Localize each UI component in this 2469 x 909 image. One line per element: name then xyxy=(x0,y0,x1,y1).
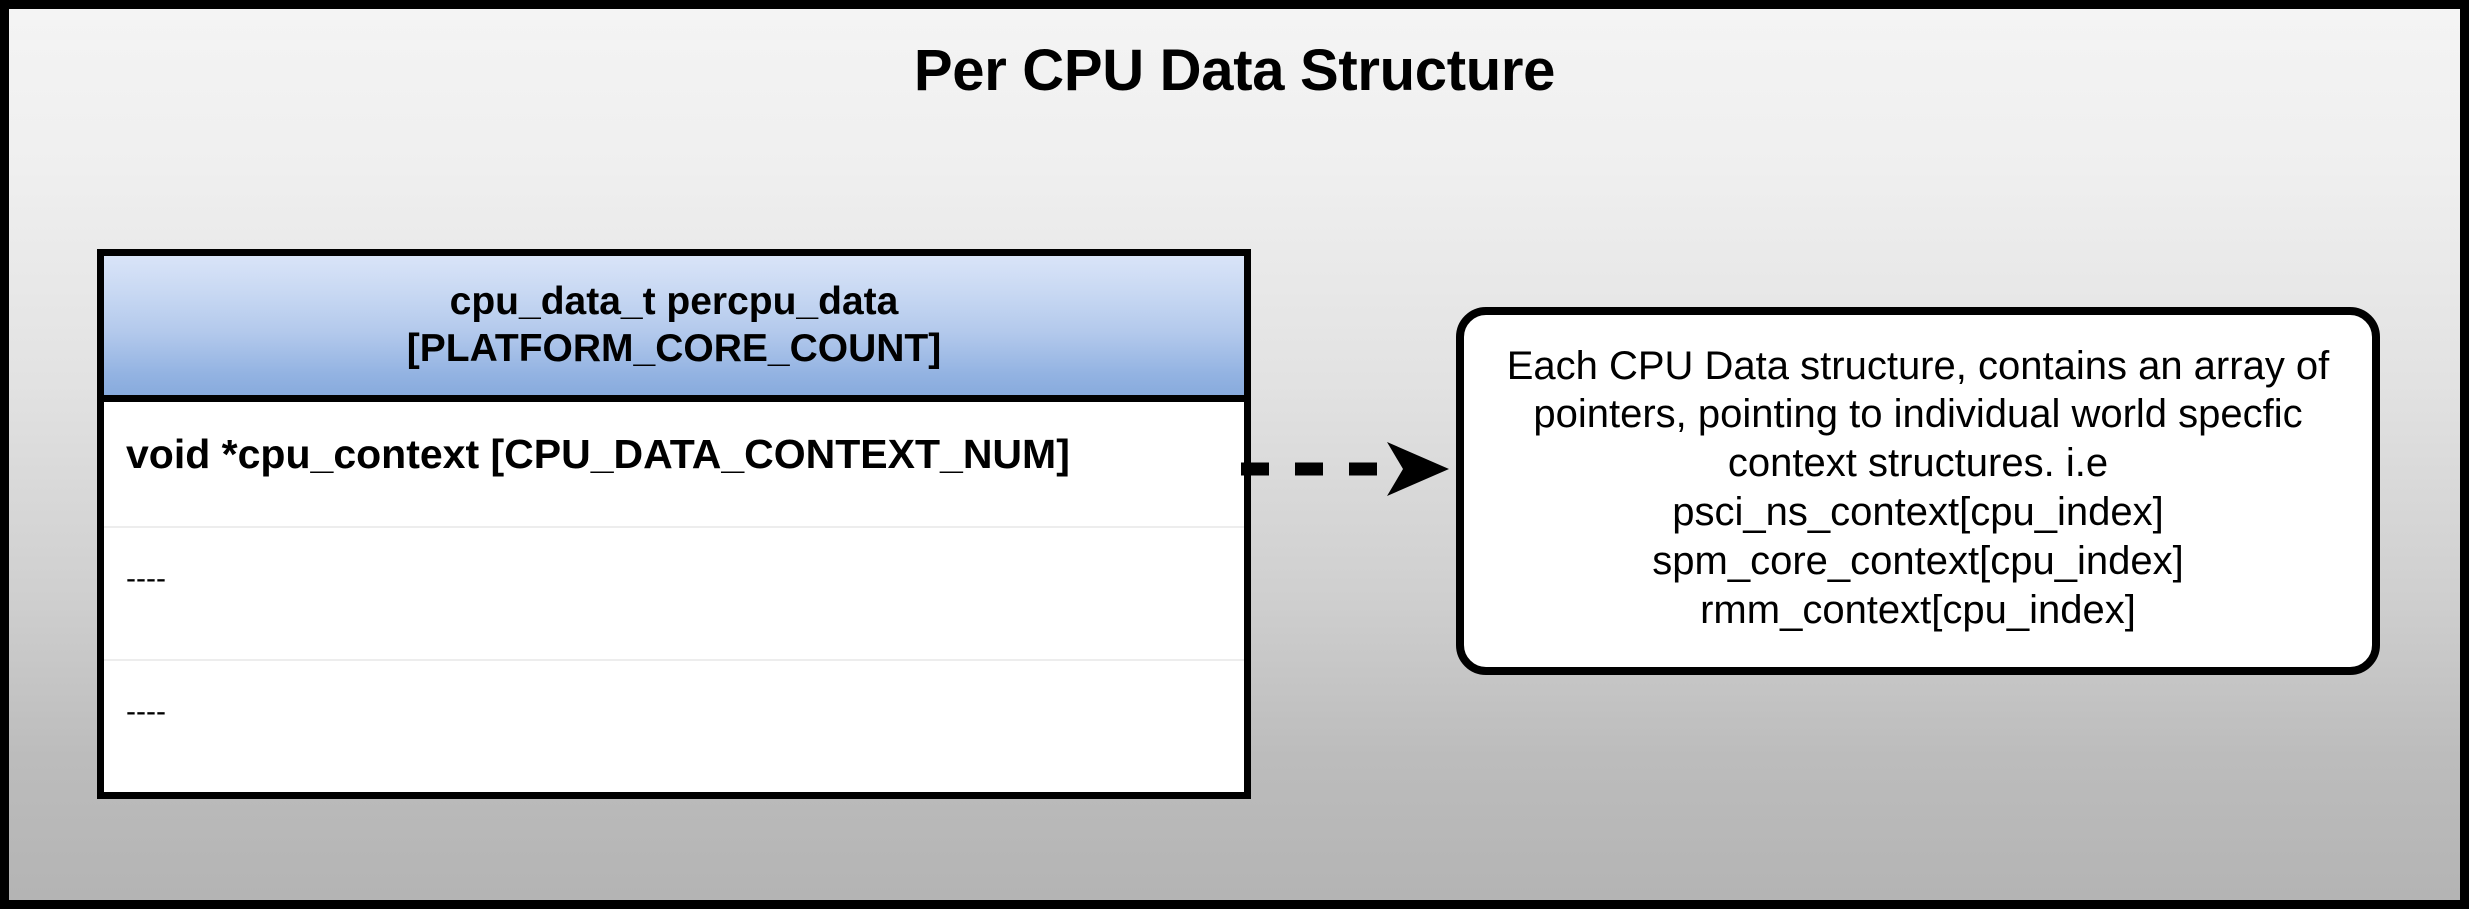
percpu-data-struct-table: cpu_data_t percpu_data [PLATFORM_CORE_CO… xyxy=(97,249,1251,799)
struct-table-header: cpu_data_t percpu_data [PLATFORM_CORE_CO… xyxy=(104,256,1244,402)
note-callout-text: Each CPU Data structure, contains an arr… xyxy=(1506,343,2330,632)
struct-header-line-2: [PLATFORM_CORE_COUNT] xyxy=(406,326,942,370)
struct-header-line-1: cpu_data_t percpu_data xyxy=(449,280,899,324)
connector-arrowhead xyxy=(1387,442,1449,496)
table-row: ---- xyxy=(104,526,1244,659)
dashed-arrow-right-icon xyxy=(1241,442,1449,496)
table-row: void *cpu_context [CPU_DATA_CONTEXT_NUM] xyxy=(104,402,1244,526)
page-title: Per CPU Data Structure xyxy=(913,38,1556,103)
note-callout-box: Each CPU Data structure, contains an arr… xyxy=(1456,307,2380,675)
table-row: ---- xyxy=(104,659,1244,792)
